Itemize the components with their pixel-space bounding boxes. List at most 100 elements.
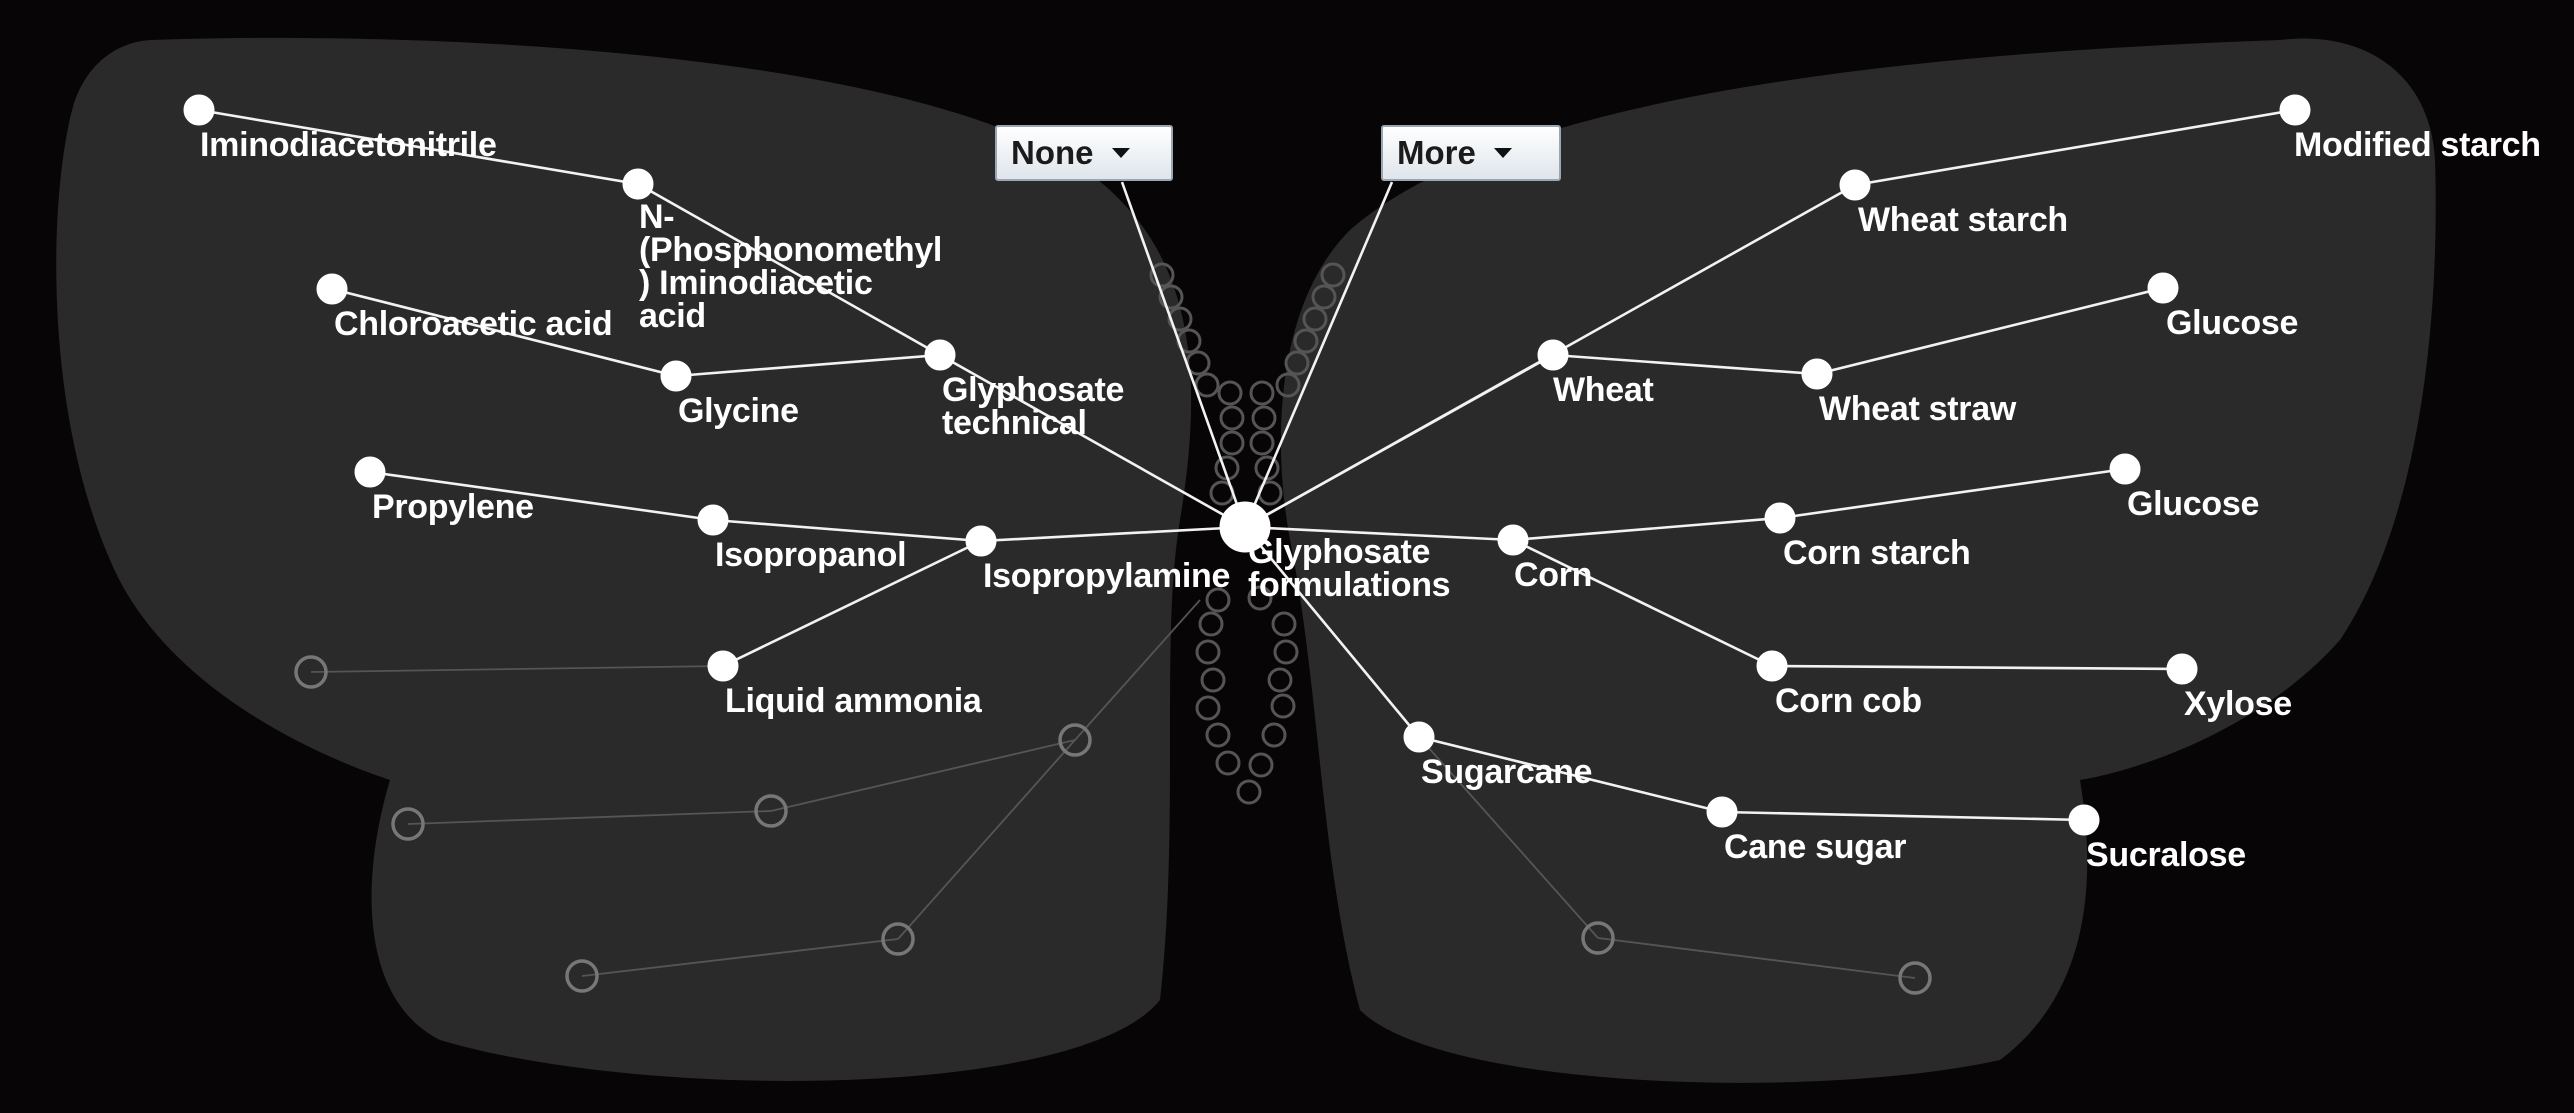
link-isopropanol-isopropylamine [712, 518, 982, 543]
link-glyphosate-corn [1244, 525, 1514, 542]
collapsed-node[interactable] [1581, 921, 1615, 955]
link-corn-corn_starch [1512, 516, 1781, 542]
node-cane-sugar[interactable] [1706, 796, 1738, 828]
body-segment [1149, 262, 1175, 288]
label-modified-starch: Modified starch [2294, 126, 2541, 164]
collapsed-node[interactable] [294, 655, 328, 689]
link-corn-corn_cob [1512, 538, 1773, 668]
body-segment [1249, 430, 1275, 456]
body-segment [1273, 639, 1299, 665]
link-corn_starch-glucose2 [1779, 467, 2126, 520]
node-sucralose[interactable] [2068, 804, 2100, 836]
body-segment [1219, 405, 1245, 431]
node-corn-starch[interactable] [1764, 502, 1796, 534]
node-pmida[interactable] [622, 168, 654, 200]
label-wheat-starch: Wheat starch [1858, 201, 2068, 239]
body-segment [1249, 380, 1275, 406]
body-segment [1261, 722, 1287, 748]
right-dropdown-connector [1243, 181, 1394, 528]
node-wheat-straw[interactable] [1801, 358, 1833, 390]
chevron-down-icon [1111, 148, 1130, 158]
body-segment [1284, 350, 1310, 376]
link-iminodiacetonitrile-pmida [198, 108, 639, 186]
node-glucose1[interactable] [2147, 272, 2179, 304]
label-corn-starch: Corn starch [1783, 534, 1971, 572]
link-hidden_l1-ammonia [310, 665, 724, 673]
butterfly-wings [56, 37, 2436, 1083]
chevron-down-icon [1493, 148, 1512, 158]
body-segment [1248, 752, 1274, 778]
node-wheat[interactable] [1537, 339, 1569, 371]
body-segment [1254, 455, 1280, 481]
node-corn[interactable] [1497, 524, 1529, 556]
label-corn-cob: Corn cob [1775, 682, 1922, 720]
filter-dropdown-left[interactable]: None [995, 125, 1173, 181]
link-hidden_l2-hidden_l3 [407, 810, 772, 825]
link-wheat_starch-modified_starch [1854, 108, 2296, 187]
node-glucose2[interactable] [2109, 453, 2141, 485]
link-cane_sugar-sucralose [1721, 810, 2085, 822]
filter-dropdown-right[interactable]: More [1381, 125, 1561, 181]
link-glyphosate-sugarcane [1243, 526, 1421, 738]
collapsed-node[interactable] [881, 922, 915, 956]
node-sugarcane[interactable] [1403, 721, 1435, 753]
body-segment [1205, 587, 1231, 613]
label-propylene: Propylene [372, 488, 534, 526]
hidden-connections [310, 599, 1916, 979]
body-segment [1198, 611, 1224, 637]
link-sugarcane-hidden_r1 [1418, 736, 1599, 939]
body-segment [1167, 306, 1193, 332]
node-glycine[interactable] [660, 360, 692, 392]
link-hidden_r1-hidden_r2 [1597, 937, 1916, 979]
collapsed-node[interactable] [565, 959, 599, 993]
node-iminodiacetonitrile[interactable] [183, 94, 215, 126]
link-hidden_l6-hidden_l4 [897, 739, 1076, 940]
network-nodes [183, 94, 2311, 995]
link-glyphosate_tech-glyphosate [939, 353, 1246, 529]
label-isopropylamine: Isopropylamine [983, 557, 1230, 595]
node-corn-cob[interactable] [1756, 650, 1788, 682]
label-wheat: Wheat [1553, 371, 1654, 409]
link-glycine-glyphosate_tech [675, 353, 941, 378]
node-propylene[interactable] [354, 456, 386, 488]
body-segment [1195, 639, 1221, 665]
link-corn_cob-xylose [1771, 664, 2183, 671]
label-glucose1: Glucose [2166, 304, 2298, 342]
node-ammonia[interactable] [707, 650, 739, 682]
collapsed-node[interactable] [754, 794, 788, 828]
label-iminodiacetonitrile: Iminodiacetonitrile [200, 126, 497, 164]
node-xylose[interactable] [2166, 653, 2198, 685]
link-isopropylamine-glyphosate [980, 525, 1246, 543]
label-glucose2: Glucose [2127, 485, 2259, 523]
label-glycine: Glycine [678, 392, 799, 430]
collapsed-node[interactable] [1898, 961, 1932, 995]
collapsed-node[interactable] [391, 807, 425, 841]
label-cane-sugar: Cane sugar [1724, 828, 1906, 866]
label-ammonia: Liquid ammonia [725, 682, 983, 720]
label-isopropanol: Isopropanol [715, 536, 906, 574]
body-segment [1275, 372, 1301, 398]
dropdown-value: None [1011, 134, 1094, 171]
body-segment [1200, 667, 1226, 693]
node-chloroacetic[interactable] [316, 273, 348, 305]
node-wheat-starch[interactable] [1839, 169, 1871, 201]
label-sugarcane: Sugarcane [1421, 753, 1592, 791]
link-hidden_l5-hidden_l6 [581, 938, 899, 977]
node-isopropanol[interactable] [697, 504, 729, 536]
node-modified-starch[interactable] [2279, 94, 2311, 126]
dropdown-value: More [1397, 134, 1476, 171]
center-node[interactable] [1219, 501, 1271, 553]
label-chloroacetic: Chloroacetic acid [334, 305, 612, 343]
node-isopropylamine[interactable] [965, 525, 997, 557]
body-segment [1217, 380, 1243, 406]
label-corn: Corn [1514, 556, 1592, 594]
node-glyphosate-tech[interactable] [924, 339, 956, 371]
collapsed-node[interactable] [1058, 723, 1092, 757]
body-segment [1270, 693, 1296, 719]
link-pmida-glyphosate_tech [637, 182, 941, 357]
